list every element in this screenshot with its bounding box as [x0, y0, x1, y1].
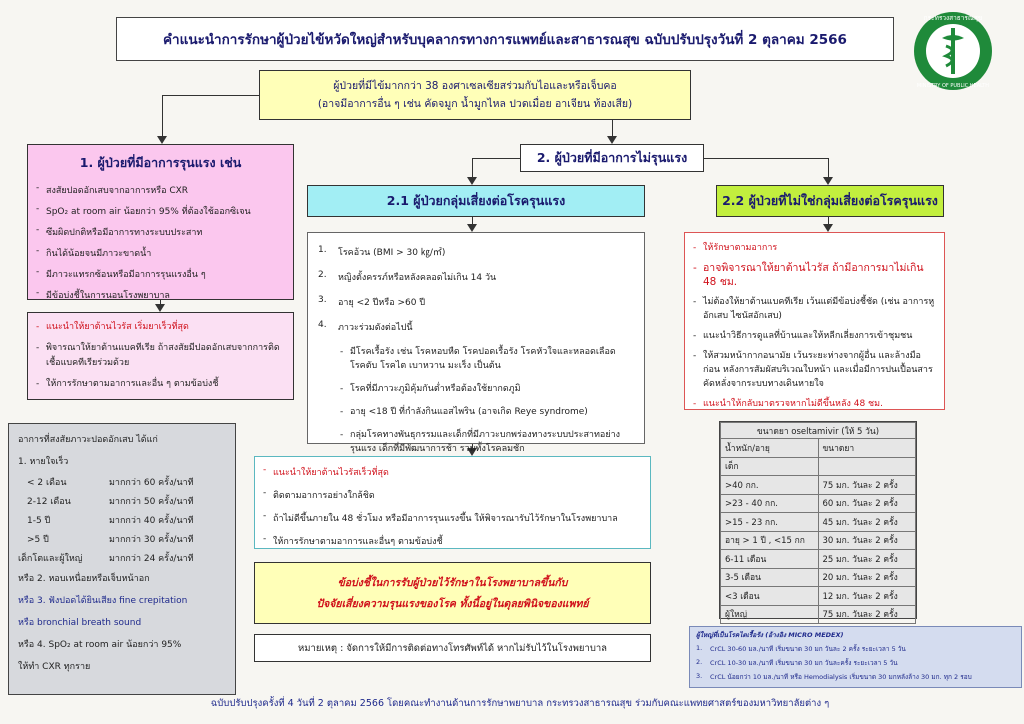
- arrow-to-severe: [157, 136, 167, 144]
- risk-item: 4.ภาวะร่วมดังต่อไปนี้: [318, 320, 413, 333]
- criteria-line2: (อาจมีอาการอื่น ๆ เช่น คัดจมูก น้ำมูกไหล…: [317, 98, 633, 110]
- risk-rec-item: ถ้าไม่ดีขึ้นภายใน 48 ชั่วโมง หรือมีอาการ…: [263, 511, 642, 525]
- rr-row: >5 ปีมากกว่า 30 ครั้ง/นาที: [27, 535, 194, 545]
- norisk-item: ไม่ต้องให้ยาต้านแบคทีเรีย เว้นแต่มีข้อบ่…: [693, 295, 936, 323]
- severe-item: กินได้น้อยจนมีภาวะขาดน้ำ: [36, 246, 285, 260]
- severe-rec-item: ให้การรักษาตามอาการและอื่น ๆ ตามข้อบ่งชี…: [36, 377, 285, 392]
- ministry-logo: กระทรวงสาธารณสุข MINISTRY OF PUBLIC HEAL…: [914, 12, 992, 90]
- severe-rec-antiviral: แนะนำให้ยาต้านไวรัส เริ่มยาเร็วที่สุด: [36, 320, 285, 335]
- admit-line2: ปัจจัยเสี่ยงความรุนแรงของโรค ทั้งนี้อยู่…: [316, 598, 589, 610]
- norisk-red-item: ให้รักษาตามอาการ: [693, 241, 936, 255]
- table-row: >23 - 40 กก.60 มก. วันละ 2 ครั้ง: [720, 493, 916, 513]
- risk-group-list: 1.โรคอ้วน (BMI > 30 ㎏/㎡) 2.หญิงตั้งครรภ์…: [307, 232, 645, 454]
- non-risk-group-heading: 2.2 ผู้ป่วยที่ไม่ใช่กลุ่มเสี่ยงต่อโรครุน…: [716, 185, 944, 217]
- table-row: >40 กก.75 มก. วันละ 2 ครั้ง: [720, 475, 916, 495]
- entry-criteria-box: ผู้ป่วยที่มีไข้มากกว่า 38 องศาเซลเซียสร่…: [259, 70, 691, 120]
- risk-sub-item: มีโรคเรื้อรัง เช่น โรคหอบหืด โรคปอดเรื้อ…: [340, 345, 634, 373]
- note-box: หมายเหตุ : จัดการให้มีการติดต่อทางโทรศัพ…: [254, 634, 651, 662]
- renal-row: 2.CrCL 10-30 มล./นาที เริ่มขนาด 30 มก วั…: [696, 658, 898, 667]
- rr-row: 1-5 ปีมากกว่า 40 ครั้ง/นาที: [27, 516, 194, 526]
- arrow-to-norisk-list: [823, 224, 833, 232]
- connector-criteria-severe-h: [162, 95, 259, 96]
- risk-rec-item: ให้การรักษาตามอาการและอื่นๆ ตามข้อบ่งชี้: [263, 534, 642, 548]
- logo-bottom-text: MINISTRY OF PUBLIC HEALTH: [917, 83, 989, 89]
- risk-sub-item: อายุ <18 ปี ที่กำลังกินแอสไพริน (อาจเกิด…: [340, 405, 634, 419]
- criteria-line1: ผู้ป่วยที่มีไข้มากกว่า 38 องศาเซลเซียสร่…: [333, 80, 617, 92]
- connector-criteria-mild: [612, 120, 613, 137]
- renal-row: 3.CrCL น้อยกว่า 10 มล./นาที หรือ Hemodia…: [696, 672, 972, 681]
- pneumonia-title: อาการที่สงสัยภาวะปอดอักเสบ ได้แก่: [18, 435, 158, 445]
- connector-mild-norisk-h: [704, 158, 828, 159]
- severe-item: ซึมผิดปกติหรือมีอาการทางระบบประสาท: [36, 225, 285, 239]
- connector-mild-risk-h: [472, 158, 520, 159]
- risk-item: 3.อายุ <2 ปีหรือ >60 ปี: [318, 295, 426, 308]
- admission-criteria-box: ข้อบ่งชี้ในการรับผู้ป่วยไว้รักษาในโรงพยา…: [254, 562, 651, 624]
- severe-heading: 1. ผู้ป่วยที่มีอาการรุนแรง เช่น: [79, 155, 242, 170]
- arrow-to-risk-list: [467, 224, 477, 232]
- rr-row: < 2 เดือนมากกว่า 60 ครั้ง/นาที: [27, 478, 194, 488]
- pneumonia-other: หรือ 2. หอบเหนื่อยหรือเจ็บหน้าอก: [18, 574, 150, 584]
- pneumonia-other: หรือ 3. ฟังปอดได้ยินเสียง fine crepitati…: [18, 596, 188, 606]
- risk-item: 2.หญิงตั้งครรภ์หรือหลังคลอดไม่เกิน 14 วั…: [318, 270, 497, 283]
- dose-caption: ขนาดยา oseltamivir (ให้ 5 วัน): [720, 422, 916, 439]
- connector-criteria-severe-v: [162, 95, 163, 137]
- arrow-to-severe-rec: [155, 304, 165, 312]
- page-title: คำแนะนำการรักษาผู้ป่วยไข้หวัดใหญ่สำหรับบ…: [116, 17, 894, 61]
- table-row: เด็ก: [720, 456, 916, 476]
- pneumonia-signs-box: อาการที่สงสัยภาวะปอดอักเสบ ได้แก่ 1. หาย…: [8, 423, 236, 695]
- non-risk-group-list: ให้รักษาตามอาการ อาจพิจารณาให้ยาต้านไวรั…: [684, 232, 945, 411]
- risk-rec-antiviral: แนะนำให้ยาต้านไวรัสเร็วที่สุด: [263, 465, 642, 479]
- risk-recommendation-box: แนะนำให้ยาต้านไวรัสเร็วที่สุด ติดตามอากา…: [254, 456, 651, 549]
- connector-severe-rec: [160, 300, 161, 306]
- risk-sub-item: กลุ่มโรคทางพันธุกรรมและเด็กที่มีภาวะบกพร…: [340, 428, 634, 456]
- table-row: >15 - 23 กก.45 มก. วันละ 2 ครั้ง: [720, 512, 916, 532]
- connector-norisk-list: [828, 217, 829, 226]
- norisk-item: แนะนำวิธีการดูแลที่บ้านและให้หลีกเลี่ยงก…: [693, 329, 936, 343]
- admit-line1: ข้อบ่งชี้ในการรับผู้ป่วยไว้รักษาในโรงพยา…: [337, 577, 568, 589]
- rr-row: 2-12 เดือนมากกว่า 50 ครั้ง/นาที: [27, 497, 194, 507]
- mild-symptoms-heading: 2. ผู้ป่วยที่มีอาการไม่รุนแรง: [520, 144, 704, 172]
- arrow-to-risk: [467, 177, 477, 185]
- severe-symptoms-box: 1. ผู้ป่วยที่มีอาการรุนแรง เช่น สงสัยปอด…: [27, 144, 294, 302]
- renal-title: ผู้ใหญ่ที่เป็นโรคไตเรื้อรัง (อ้างอิง MIC…: [696, 631, 844, 639]
- rr-row: เด็กโตและผู้ใหญ่มากกว่า 24 ครั้ง/นาที: [18, 554, 194, 564]
- table-row: ผู้ใหญ่75 มก. วันละ 2 ครั้ง: [720, 604, 916, 624]
- risk-item: 1.โรคอ้วน (BMI > 30 ㎏/㎡): [318, 245, 446, 258]
- connector-mild-norisk-v: [828, 158, 829, 178]
- renal-dosing-box: ผู้ใหญ่ที่เป็นโรคไตเรื้อรัง (อ้างอิง MIC…: [689, 626, 1022, 688]
- severe-rec-item: พิจารณาให้ยาต้านแบคทีเรีย ถ้าสงสัยมีปอดอ…: [36, 341, 285, 371]
- logo-top-text: กระทรวงสาธารณสุข: [924, 14, 983, 22]
- norisk-red-item: แนะนำให้กลับมาตรวจหากไม่ดีขึ้นหลัง 48 ชม…: [693, 397, 936, 411]
- norisk-red-item: อาจพิจารณาให้ยาต้านไวรัส ถ้ามีอาการมาไม่…: [693, 261, 936, 289]
- severe-item: SpO₂ at room air น้อยกว่า 95% ที่ต้องใช้…: [36, 204, 285, 218]
- connector-mild-risk-v: [472, 158, 473, 178]
- rr-title: 1. หายใจเร็ว: [18, 457, 69, 467]
- risk-group-heading: 2.1 ผู้ป่วยกลุ่มเสี่ยงต่อโรครุนแรง: [307, 185, 645, 217]
- renal-row: 1.CrCL 30-60 มล./นาที เริ่มขนาด 30 มก วั…: [696, 644, 906, 653]
- severe-recommendation-box: แนะนำให้ยาต้านไวรัส เริ่มยาเร็วที่สุด พิ…: [27, 312, 294, 400]
- severe-item: สงสัยปอดอักเสบจากอาการหรือ CXR: [36, 183, 285, 197]
- pneumonia-other: ให้ทำ CXR ทุกราย: [18, 662, 91, 672]
- pneumonia-other: หรือ 4. SpO₂ at room air น้อยกว่า 95%: [18, 640, 182, 650]
- risk-rec-item: ติดตามอาการอย่างใกล้ชิด: [263, 488, 642, 502]
- connector-risk-list: [472, 217, 473, 226]
- arrow-to-mild: [607, 136, 617, 144]
- severe-item: มีภาวะแทรกซ้อนหรือมีอาการรุนแรงอื่น ๆ: [36, 267, 285, 281]
- pneumonia-other: หรือ bronchial breath sound: [18, 618, 142, 628]
- severe-item: มีข้อบ่งชี้ในการนอนโรงพยาบาล: [36, 288, 285, 302]
- dose-header-row: น้ำหนัก/อายุขนาดยา: [720, 438, 916, 458]
- risk-sub-item: โรคที่มีภาวะภูมิคุ้มกันต่ำหรือต้องใช้ยาก…: [340, 382, 634, 396]
- footer-text: ฉบับปรับปรุงครั้งที่ 4 วันที่ 2 ตุลาคม 2…: [210, 698, 830, 709]
- oseltamivir-dose-table: ขนาดยา oseltamivir (ให้ 5 วัน) น้ำหนัก/อ…: [719, 421, 917, 624]
- norisk-item: ให้สวมหน้ากากอนามัย เว้นระยะห่างจากผู้อื…: [693, 349, 936, 391]
- arrow-to-norisk: [823, 177, 833, 185]
